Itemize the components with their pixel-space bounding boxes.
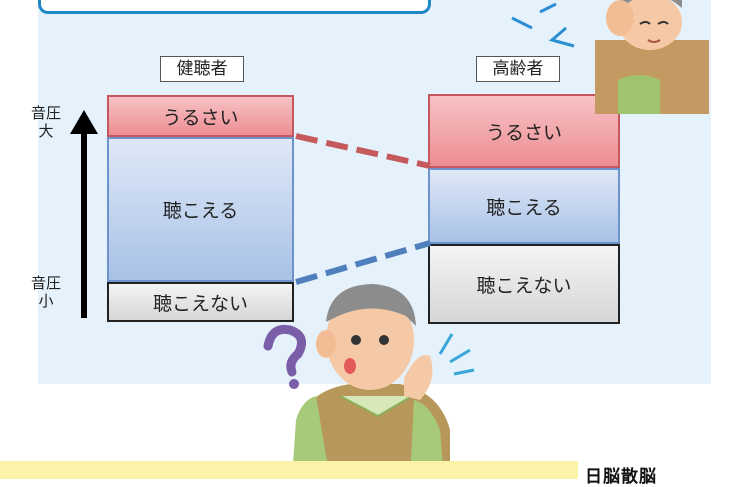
level-inaudible-elderly: 聴こえない (428, 244, 620, 324)
elderly-man-confused-illustration (292, 284, 450, 479)
listening-lines-icon (438, 333, 475, 376)
level-loud-normal: うるさい (107, 95, 294, 137)
connector-loud-threshold (295, 133, 431, 169)
level-inaudible-normal: 聴こえない (107, 282, 294, 322)
group-label-normal: 健聴者 (160, 56, 244, 82)
sound-wave-icon (511, 2, 575, 48)
title-bar-frame (38, 0, 431, 14)
question-mark-icon (263, 324, 307, 389)
caption-bar (0, 461, 578, 479)
level-loud-elderly: うるさい (428, 94, 620, 168)
axis-label-loud: 音圧 大 (30, 104, 61, 140)
level-audible-normal: 聴こえる (107, 137, 294, 282)
logo-text: 日脳散脳 (585, 467, 657, 487)
group-label-elderly: 高齢者 (476, 56, 560, 82)
sound-pressure-arrow (70, 110, 98, 318)
connector-audible-threshold (295, 240, 431, 285)
level-audible-elderly: 聴こえる (428, 168, 620, 244)
axis-label-quiet: 音圧 小 (30, 274, 61, 310)
elderly-man-covering-ears-illustration (595, 0, 709, 114)
